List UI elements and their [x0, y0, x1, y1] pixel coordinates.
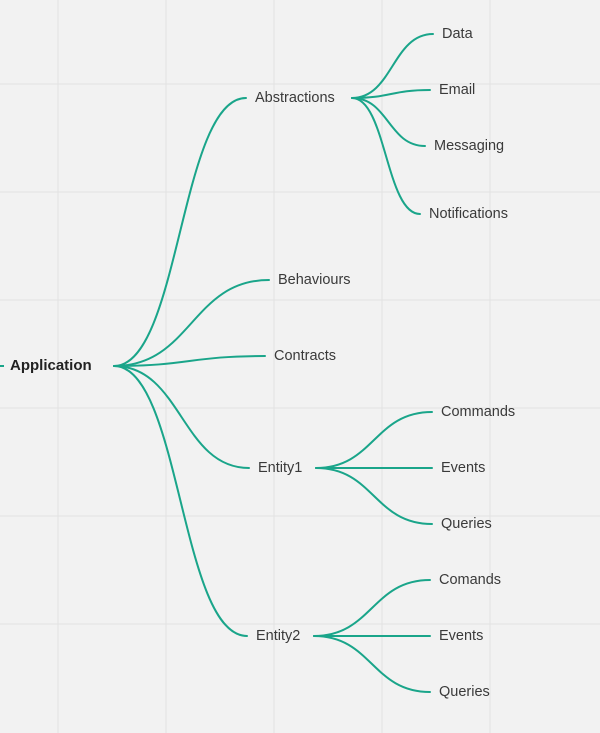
node-contracts[interactable]: Contracts [274, 348, 337, 364]
node-entity1-commands[interactable]: Commands [441, 404, 516, 420]
edge-entity2-queries [313, 635, 431, 693]
edge-application-contracts [113, 355, 266, 367]
edge-application-entity1 [113, 365, 250, 469]
node-email[interactable]: Email [439, 82, 476, 98]
node-abstractions[interactable]: Abstractions [255, 90, 335, 106]
node-behaviours[interactable]: Behaviours [278, 272, 351, 288]
edge-entity1-commands [315, 411, 433, 469]
edge-entity2-comands [313, 579, 431, 637]
edge-abstractions-data [351, 33, 434, 99]
node-entity2-events[interactable]: Events [439, 628, 484, 644]
edge-abstractions-notifications [351, 97, 421, 215]
node-data[interactable]: Data [442, 26, 473, 42]
node-entity1-events[interactable]: Events [441, 460, 486, 476]
edge-abstractions-messaging [351, 97, 426, 147]
node-application[interactable]: Application [10, 357, 92, 374]
node-notifications[interactable]: Notifications [429, 206, 508, 222]
edge-abstractions-email [351, 89, 431, 99]
edge-application-entity2 [113, 365, 248, 637]
edge-entity1-queries [315, 467, 433, 525]
node-entity2-comands[interactable]: Comands [439, 572, 502, 588]
node-entity2-queries[interactable]: Queries [439, 684, 490, 700]
node-messaging[interactable]: Messaging [434, 138, 505, 154]
node-entity1[interactable]: Entity1 [258, 460, 303, 476]
node-entity2[interactable]: Entity2 [256, 628, 301, 644]
node-entity1-queries[interactable]: Queries [441, 516, 492, 532]
edge-application-behaviours [113, 279, 270, 367]
edge-application-abstractions [113, 97, 247, 367]
